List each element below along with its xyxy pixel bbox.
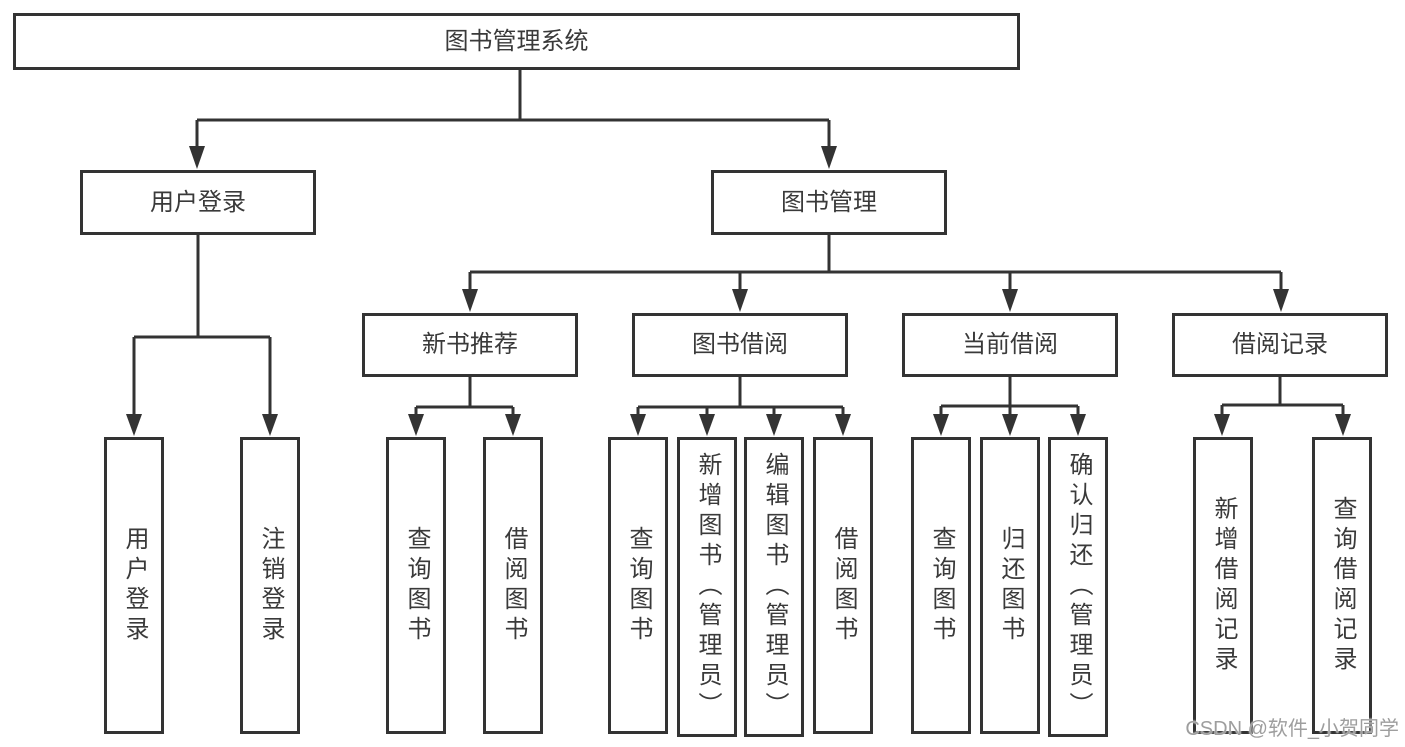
node-label: 新增借阅记录 (1210, 495, 1237, 676)
node-current-borrow: 当前借阅 (902, 313, 1118, 377)
leaf-records-query-record: 查询借阅记录 (1312, 437, 1372, 734)
node-book-management: 图书管理 (711, 170, 947, 235)
leaf-current-return-books: 归还图书 (980, 437, 1040, 734)
node-root: 图书管理系统 (13, 13, 1020, 70)
node-label: 图书管理 (781, 188, 877, 216)
leaf-logout: 注销登录 (240, 437, 300, 734)
csdn-watermark: CSDN @软件_小贺同学 (1185, 718, 1399, 740)
node-label: 确认归还（管理员） (1065, 452, 1092, 722)
node-new-book-recommend: 新书推荐 (362, 313, 578, 377)
node-label: 编辑图书（管理员） (761, 452, 788, 722)
node-label: 用户登录 (150, 188, 246, 216)
leaf-records-add-record: 新增借阅记录 (1193, 437, 1253, 734)
leaf-borrow-borrow-books: 借阅图书 (813, 437, 873, 734)
leaf-borrow-add-books-admin: 新增图书（管理员） (677, 437, 737, 737)
node-label: 借阅记录 (1232, 331, 1328, 358)
node-label: 新增图书（管理员） (694, 452, 721, 722)
node-label: 新书推荐 (422, 331, 518, 358)
node-label: 归还图书 (997, 525, 1024, 646)
node-user-login: 用户登录 (80, 170, 316, 235)
node-borrow-records: 借阅记录 (1172, 313, 1388, 377)
leaf-borrow-edit-books-admin: 编辑图书（管理员） (744, 437, 804, 737)
node-book-borrow: 图书借阅 (632, 313, 848, 377)
node-label: 查询图书 (625, 525, 652, 646)
leaf-recommend-borrow-books: 借阅图书 (483, 437, 543, 734)
node-label: 查询图书 (928, 525, 955, 646)
leaf-recommend-query-books: 查询图书 (386, 437, 446, 734)
node-label: 图书借阅 (692, 331, 788, 358)
leaf-borrow-query-books: 查询图书 (608, 437, 668, 734)
node-label: 注销登录 (257, 525, 284, 646)
node-label: 图书管理系统 (444, 27, 589, 55)
node-label: 用户登录 (121, 525, 148, 646)
node-label: 查询图书 (403, 525, 430, 646)
node-label: 借阅图书 (500, 525, 527, 646)
node-label: 当前借阅 (962, 331, 1058, 358)
node-label: 查询借阅记录 (1329, 495, 1356, 676)
leaf-current-confirm-return-admin: 确认归还（管理员） (1048, 437, 1108, 737)
leaf-current-query-books: 查询图书 (911, 437, 971, 734)
leaf-user-login: 用户登录 (104, 437, 164, 734)
node-label: 借阅图书 (830, 525, 857, 646)
